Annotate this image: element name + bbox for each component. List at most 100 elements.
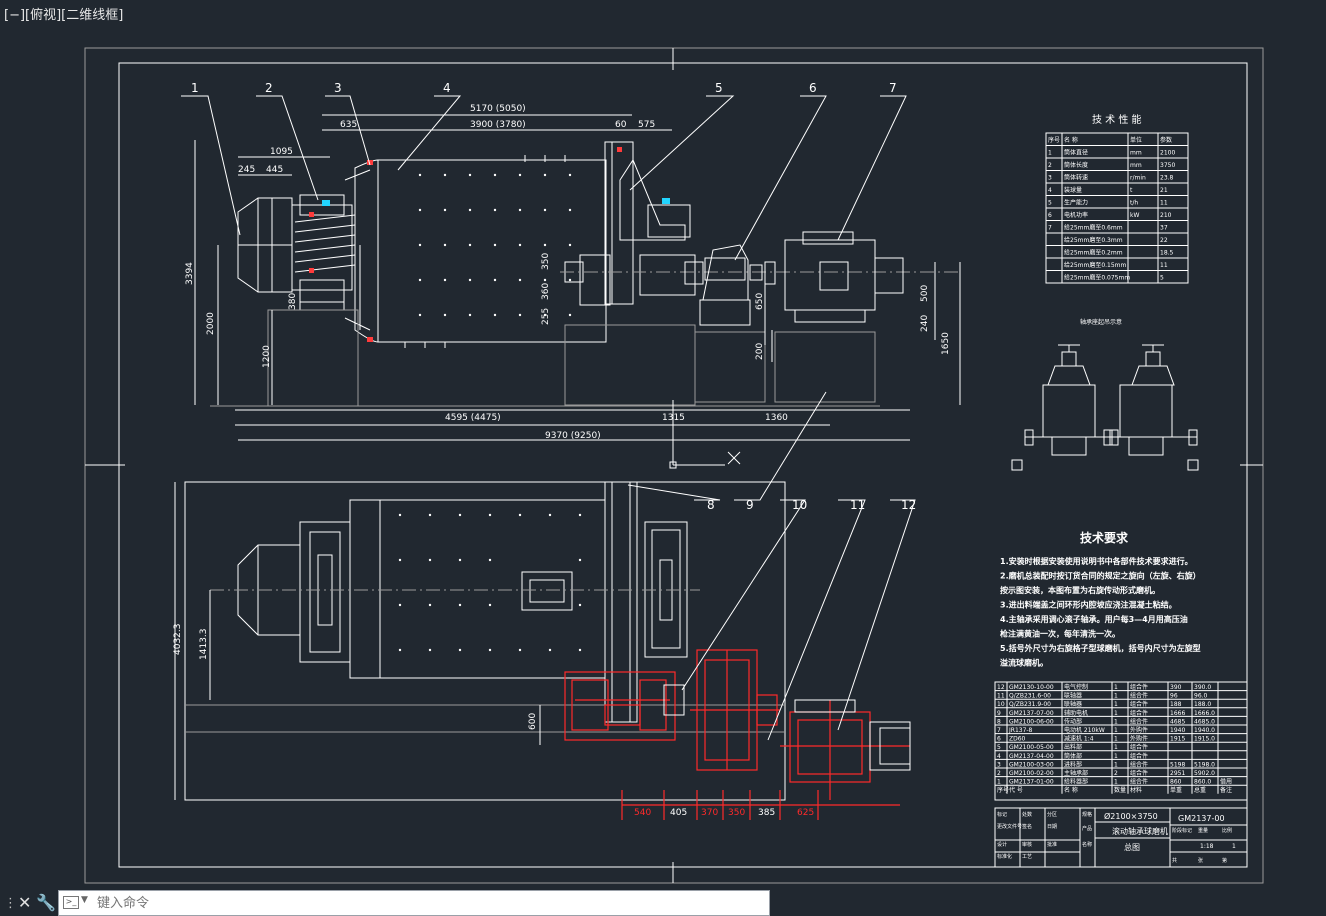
bom-cell: 主轴承部 [1064, 769, 1088, 777]
spec-table-cell: 2100 [1160, 150, 1175, 157]
balloon-8: 8 [707, 498, 715, 512]
title-block-label: 更改文件号 [997, 823, 1022, 830]
viewport-label[interactable]: [−][俯视][二维线框] [4, 8, 124, 23]
bom-cell: 1940.0 [1194, 727, 1215, 734]
spec-table-cell: 1 [1048, 150, 1052, 157]
spec-table-cell: 22 [1160, 237, 1168, 244]
title-block-label: 标记 [997, 811, 1007, 818]
front-elevation [181, 95, 961, 469]
bom-cell: 9 [997, 710, 1001, 717]
bom-cell: GM2100-05-00 [1009, 744, 1054, 751]
bom-cell: 组合件 [1130, 700, 1148, 708]
spec-table-cell: 筒体长度 [1064, 161, 1088, 169]
bom-cell: 筒体部 [1064, 752, 1082, 760]
plan-view [174, 481, 786, 801]
balloon-1: 1 [191, 81, 199, 95]
chevron-down-icon[interactable]: ▼ [81, 895, 88, 905]
spec-table-cell: 23.8 [1160, 175, 1174, 182]
dim-635: 635 [340, 120, 357, 130]
tech-req-title: 技术要求 [1080, 530, 1129, 545]
wrench-icon[interactable]: 🔧 [36, 893, 56, 912]
dim-60: 60 [615, 120, 627, 130]
spec-table-cell: 参数 [1160, 136, 1172, 144]
drawing-canvas[interactable]: 5170 (5050) 3900 (3780) 635 60 575 1095 … [0, 0, 1326, 890]
dim-650: 650 [755, 293, 765, 310]
bom-cell: GM2100-06-00 [1009, 718, 1054, 725]
balloon-9: 9 [746, 498, 754, 512]
dim-200: 200 [755, 343, 765, 360]
bom-cell: 390.0 [1194, 684, 1211, 691]
bom-footnote: 借用 [1220, 778, 1232, 786]
dim-385: 385 [758, 808, 775, 818]
close-icon[interactable]: ✕ [18, 893, 32, 912]
spec-table-cell: 给25mm磨至0.2mm [1064, 249, 1123, 257]
title-block-label: 第 [1222, 857, 1227, 864]
spec-table-cell: 给25mm磨至0.3mm [1064, 236, 1123, 244]
spec-table-cell: 给25mm磨至0.15mm [1064, 261, 1127, 269]
spec-table-cell: 单位 [1130, 136, 1142, 144]
technical-requirements: 技术要求 1.安装时根据安装使用说明书中各部件技术要求进行。2.磨机总装配时按订… [1000, 530, 1201, 668]
bom-cell: GM2130-10-00 [1009, 684, 1054, 691]
bom-cell: 外购件 [1130, 726, 1148, 734]
spec-table-cell: 210 [1160, 212, 1172, 219]
bom-cell: 备注 [1220, 786, 1232, 794]
bom-cell: 减速机 1:4 [1064, 735, 1094, 743]
title-product: 滚动轴承球磨机 [1112, 826, 1168, 836]
bom-cell: 2 [1114, 770, 1118, 777]
bom-cell: 传动部 [1064, 717, 1082, 725]
balloon-6: 6 [809, 81, 817, 95]
spec-table-cell: 序号 [1048, 136, 1060, 144]
bom-cell: 1 [1114, 744, 1118, 751]
bom-cell: 7 [997, 727, 1001, 734]
bom-cell: 组合件 [1130, 692, 1148, 700]
title-block-label: 阶段标记 [1172, 827, 1192, 834]
dim-405: 405 [670, 808, 687, 818]
spec-table-cell: t [1130, 187, 1133, 194]
spec-table-cell: 生产能力 [1064, 199, 1088, 207]
spec-table-cell: 6 [1048, 212, 1052, 219]
command-prompt-icon[interactable]: >_ [63, 896, 79, 909]
dim-4595: 4595 (4475) [445, 413, 501, 423]
spec-table-cell: 37 [1160, 225, 1168, 232]
spec-table-title: 技 术 性 能 [1092, 113, 1142, 126]
bom-cell: ZD60 [1009, 736, 1026, 743]
bom-cell: 1 [1114, 727, 1118, 734]
spec-table-cell: 给25mm磨至0.6mm [1064, 224, 1123, 232]
title-block-label: 批准 [1047, 841, 1057, 848]
dim-1360: 1360 [765, 413, 788, 423]
bom-cell: 联轴器 [1064, 700, 1082, 708]
command-line-bar: ⋮ ✕ 🔧 >_ ▼ [0, 890, 1326, 916]
bom-cell: 860.0 [1194, 779, 1211, 786]
dim-350: 350 [728, 808, 745, 818]
balloon-2: 2 [265, 81, 273, 95]
grip-handle-icon[interactable]: ⋮ [4, 896, 17, 911]
spec-table-cell: 给25mm磨至0.075mm [1064, 274, 1130, 282]
dim-1315: 1315 [662, 413, 685, 423]
bom-cell: 8 [997, 718, 1001, 725]
command-input[interactable] [95, 893, 759, 913]
bom-cell: 4 [997, 753, 1001, 760]
dim-370: 370 [701, 808, 718, 818]
bom-cell: 188.0 [1194, 701, 1211, 708]
tech-req-line: 枪注满黄油一次，每年清洗一次。 [1000, 629, 1120, 639]
title-block-label: 签名 [1022, 823, 1032, 830]
bom-cell: Q/ZB231.6-00 [1009, 693, 1051, 700]
bom-cell: 电气控制 [1064, 683, 1088, 691]
command-input-box[interactable]: >_ ▼ [58, 890, 770, 916]
tech-req-line: 溢流球磨机。 [1000, 658, 1048, 668]
spec-table-cell: 2 [1048, 162, 1052, 169]
bom-cell: 12 [997, 684, 1005, 691]
bom-cell: 5902.0 [1194, 770, 1215, 777]
title-block-label: 张 [1198, 857, 1203, 864]
bom-cell: 5198 [1170, 761, 1185, 768]
bom-cell: 序号 [997, 786, 1009, 794]
balloon-4: 4 [443, 81, 451, 95]
dim-360: 360 [541, 283, 551, 300]
bom-cell: 1666.0 [1194, 710, 1215, 717]
bom-cell: 4685.0 [1194, 718, 1215, 725]
bom-cell: 1 [1114, 761, 1118, 768]
spec-table-cell: 4 [1048, 187, 1052, 194]
bom-cell: 2 [997, 770, 1001, 777]
drive-group-highlight [564, 391, 916, 820]
